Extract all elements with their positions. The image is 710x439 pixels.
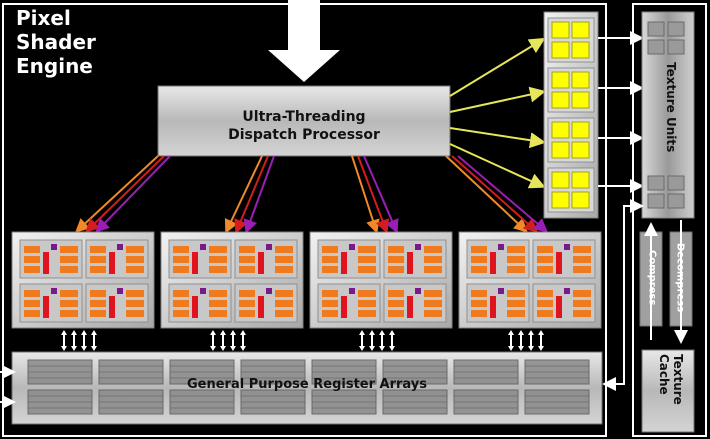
texture-units-label: Texture Units <box>664 61 678 153</box>
dispatch-arrows-4 <box>445 155 549 233</box>
engine-title: Pixel Shader Engine <box>16 6 136 78</box>
texture-cache-box <box>641 349 695 433</box>
dispatch-line-2: Dispatch Processor <box>228 127 380 143</box>
texture-block-2 <box>547 67 595 113</box>
texture-to-units-arrows <box>598 31 644 193</box>
texture-return-path <box>606 199 644 385</box>
dispatch-line-1: Ultra-Threading <box>242 109 366 125</box>
dispatch-to-texture-arrows <box>449 37 546 189</box>
dispatch-processor-box <box>157 85 451 157</box>
dispatch-arrows-2 <box>224 155 275 234</box>
cluster-4 <box>458 231 602 329</box>
dispatch-arrows-1 <box>75 155 171 233</box>
title-line-3: Engine <box>16 54 93 78</box>
cluster-1 <box>11 231 155 329</box>
register-link-2 <box>210 330 246 351</box>
texture-frame <box>632 3 707 437</box>
cluster-3 <box>309 231 453 329</box>
cluster-2 <box>160 231 304 329</box>
texture-cache-label: Texture Cache <box>657 354 685 405</box>
register-link-4 <box>508 330 544 351</box>
input-arrow <box>268 0 340 82</box>
texture-block-4 <box>547 167 595 213</box>
title-line-2: Shader <box>16 30 96 54</box>
title-line-1: Pixel <box>16 6 71 30</box>
decompress-label: Decompress <box>674 243 686 313</box>
register-link-3 <box>359 330 395 351</box>
dispatch-processor-label: Ultra-Threading Dispatch Processor <box>160 100 448 152</box>
texture-units-grid <box>647 21 685 209</box>
register-link-1 <box>61 330 97 351</box>
texture-block-3 <box>547 117 595 163</box>
compress-label: Compress <box>646 250 658 306</box>
register-arrays-label: General Purpose Register Arrays <box>187 377 427 392</box>
dispatch-arrows-3 <box>351 155 399 234</box>
texture-block-1 <box>547 17 595 63</box>
